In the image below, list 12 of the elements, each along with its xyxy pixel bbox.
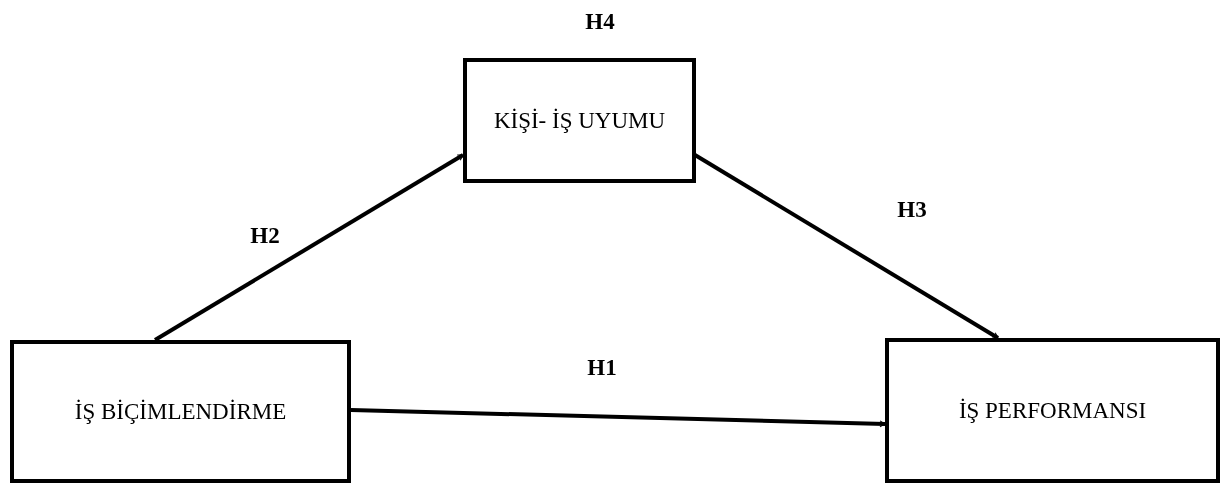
edge-label: H3 bbox=[897, 197, 927, 223]
arrow bbox=[153, 153, 465, 342]
edge-label: H2 bbox=[250, 223, 280, 249]
edge-label: H1 bbox=[587, 355, 617, 381]
arrow bbox=[350, 408, 886, 428]
construct-box bbox=[463, 58, 696, 183]
construct-box bbox=[885, 338, 1220, 483]
construct-label: İŞ BİÇİMLENDİRME bbox=[74, 398, 287, 425]
hypothesis-label: H4 bbox=[585, 9, 615, 35]
construct-label: İŞ PERFORMANSI bbox=[958, 397, 1147, 424]
construct-label: KİŞİ- İŞ UYUMU bbox=[493, 107, 666, 134]
construct-box bbox=[10, 340, 351, 483]
